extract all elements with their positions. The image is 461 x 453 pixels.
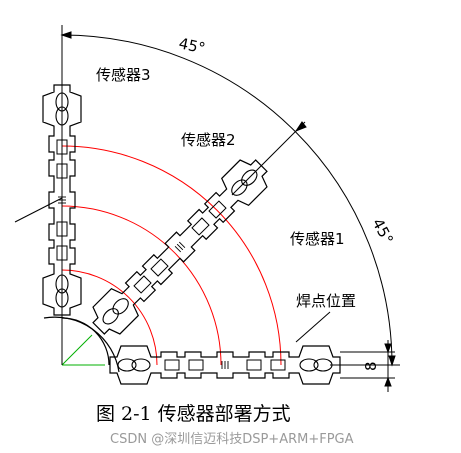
weld-point-label: 焊点位置 — [296, 292, 356, 310]
dimension-8 — [340, 340, 395, 392]
weld-arcs — [61, 145, 282, 366]
sensor-3-label: 传感器3 — [96, 66, 151, 84]
angle-label-right: 45° — [368, 215, 396, 247]
sensor-strip-horizontal — [109, 345, 341, 385]
leader-weld — [295, 311, 331, 343]
dimension-arc — [60, 25, 400, 367]
dimension-value: 8 — [362, 361, 380, 371]
corner-arc — [43, 316, 120, 373]
sensor-2-label: 传感器2 — [181, 131, 236, 149]
leader-left — [14, 197, 63, 223]
watermark: CSDN @深圳信迈科技DSP+ARM+FPGA — [110, 432, 354, 447]
angle-label-top: 45° — [177, 34, 207, 57]
figure-caption: 图 2-1 传感器部署方式 — [96, 403, 291, 425]
sensor-1-label: 传感器1 — [290, 230, 345, 248]
